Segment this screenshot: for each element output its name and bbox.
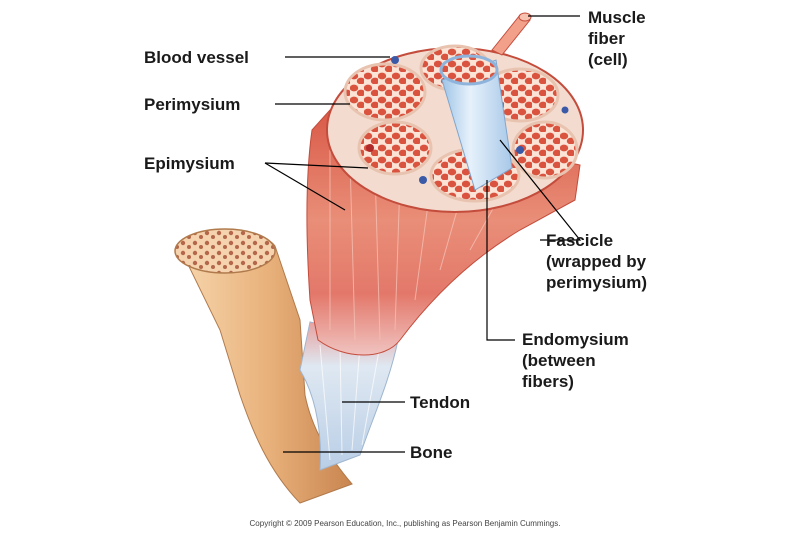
label-fascicle-line2: (wrapped by	[546, 252, 647, 271]
label-perimysium: Perimysium	[144, 95, 241, 114]
blood-vessel-dot	[419, 176, 427, 184]
label-endomysium-line1: Endomysium	[522, 330, 629, 349]
copyright-notice: Copyright © 2009 Pearson Education, Inc.…	[249, 519, 561, 528]
label-muscle-fiber-line3: (cell)	[588, 50, 628, 69]
bone-shape	[174, 228, 353, 504]
muscle-fiber-strand	[491, 14, 531, 56]
blood-vessel-dot	[561, 106, 569, 114]
label-endomysium-line2: (between	[522, 351, 596, 370]
blood-vessel-dot	[516, 146, 524, 154]
label-muscle-fiber-line1: Muscle	[588, 8, 646, 27]
fascicle	[343, 62, 427, 122]
extruded-fascicle	[439, 12, 532, 191]
label-muscle-fiber-line2: fiber	[588, 29, 625, 48]
leader-epimysium-lower	[264, 162, 346, 211]
leader-endomysium	[486, 180, 515, 341]
label-blood-vessel: Blood vessel	[144, 48, 249, 67]
label-endomysium: Endomysium (between fibers)	[522, 329, 629, 392]
leader-lines	[264, 15, 582, 453]
tendon-shape	[299, 321, 399, 471]
blood-vessel-dot	[366, 144, 374, 152]
label-fascicle-line3: perimysium)	[546, 273, 648, 292]
label-muscle-fiber: Muscle fiber (cell)	[588, 7, 646, 70]
fascicle	[357, 120, 433, 176]
label-fascicle: Fascicle (wrapped by perimysium)	[546, 230, 647, 293]
label-epimysium: Epimysium	[144, 154, 235, 173]
blood-vessel-dot	[391, 56, 399, 64]
fascicle	[511, 120, 579, 180]
bone-marrow-cross-section	[174, 228, 276, 274]
label-bone: Bone	[410, 443, 453, 462]
label-endomysium-line3: fibers)	[522, 372, 574, 391]
label-tendon: Tendon	[410, 393, 471, 412]
label-fascicle-line1: Fascicle	[546, 231, 614, 250]
leader-epimysium-upper	[264, 162, 369, 169]
leader-fascicle	[499, 139, 582, 241]
